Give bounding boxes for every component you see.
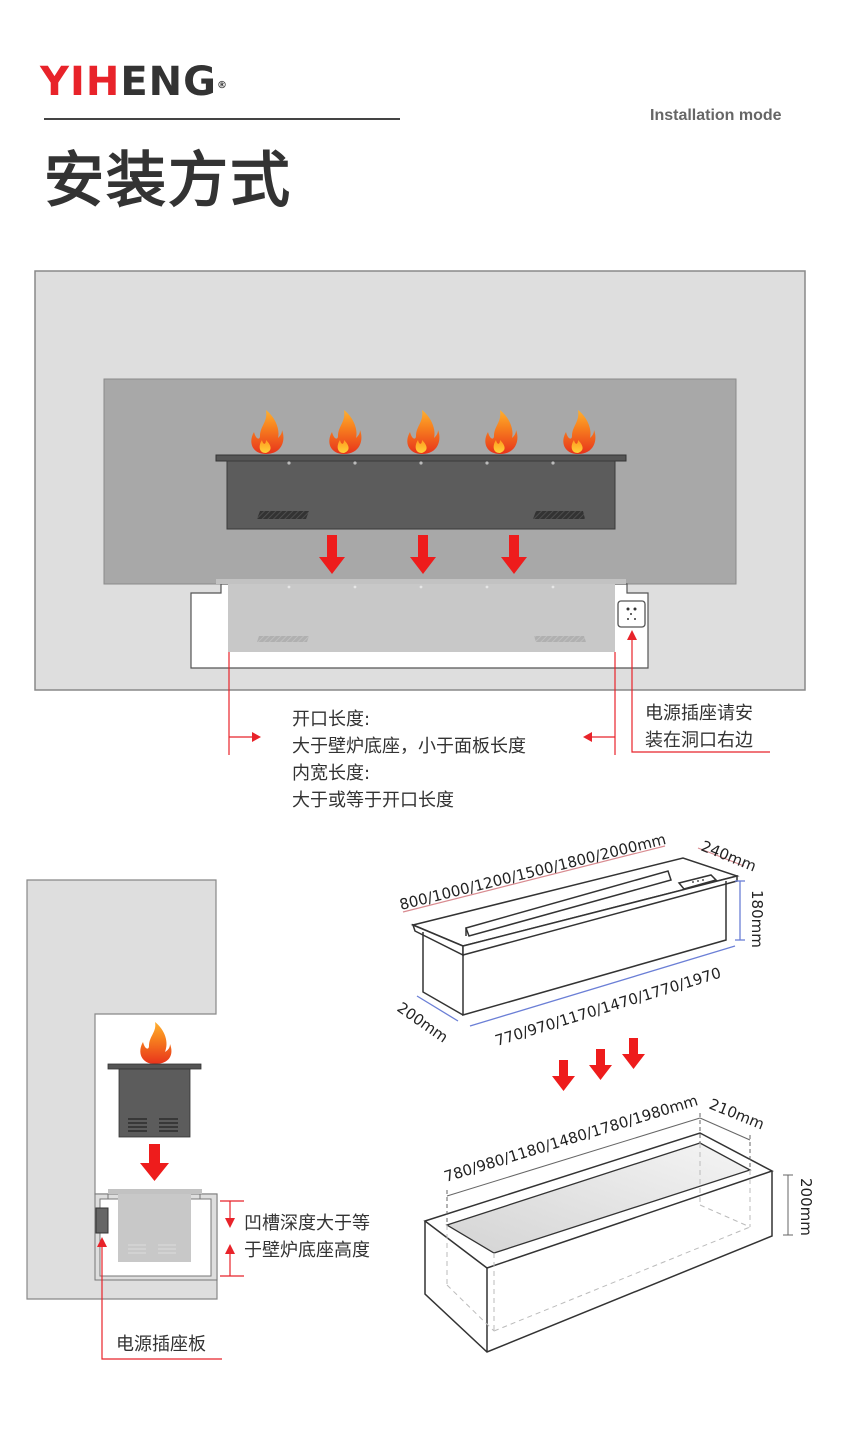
dim-bottom-depth: 200mm (394, 999, 452, 1047)
dim-box-width: 210mm (707, 1095, 767, 1133)
burner-side-plate (107, 1063, 202, 1070)
inner-width-label: 内宽长度: (292, 763, 371, 784)
page-subtitle: Installation mode (650, 107, 782, 124)
front-view-diagram (34, 270, 806, 755)
header-divider (44, 118, 400, 120)
dim-box-height: 200mm (797, 1178, 815, 1236)
burner-screws (287, 461, 555, 465)
groove-depth-note: 凹槽深度大于等 于壁炉底座高度 (244, 1210, 370, 1264)
registered-mark: ® (216, 80, 228, 91)
burner-side-body (118, 1068, 191, 1138)
ghost-burner-side (118, 1194, 191, 1262)
brand-logo: YIHENG® (40, 58, 228, 106)
side-view-diagram (26, 879, 244, 1360)
burner-isometric (410, 857, 740, 1016)
opening-length-notes: 开口长度: 大于壁炉底座，小于面板长度 内宽长度: 大于或等于开口长度 (292, 706, 526, 814)
socket-note: 电源插座请安 装在洞口右边 (645, 700, 753, 754)
groove-note-line: 于壁炉底座高度 (244, 1240, 370, 1261)
groove-note-line: 凹槽深度大于等 (244, 1213, 370, 1234)
arrow-down-icon (589, 1049, 612, 1080)
down-arrows (319, 535, 527, 574)
arrow-down-icon (622, 1038, 645, 1069)
brand-logo-dark: ENG (120, 59, 217, 105)
socket-board (95, 1207, 109, 1234)
arrow-down-icon (501, 535, 527, 574)
arrow-down-icon (140, 1144, 169, 1181)
brand-logo-red: YIH (40, 59, 121, 105)
vent-right (533, 511, 585, 519)
arrow-down-icon (552, 1060, 575, 1091)
dim-lines-blue (416, 880, 745, 1027)
leader-lines (228, 640, 770, 755)
ghost-panel-edge (216, 579, 626, 584)
socket-note-line: 装在洞口右边 (645, 730, 753, 751)
page-title: 安装方式 (44, 146, 292, 216)
inner-width-desc: 大于或等于开口长度 (292, 790, 454, 811)
opening-label: 开口长度: (292, 709, 371, 730)
flame-icon (140, 1022, 172, 1064)
burner-top-plate (215, 454, 627, 462)
dim-height: 180mm (748, 890, 766, 948)
dim-lines-red (402, 845, 745, 913)
down-arrows-iso (552, 1038, 645, 1091)
dimension-diagrams: 800/1000/1200/1500/1800/2000mm 240mm 180… (394, 830, 815, 1353)
arrow-down-icon (319, 535, 345, 574)
socket-note-line: 电源插座请安 (645, 703, 753, 724)
opening-desc: 大于壁炉底座，小于面板长度 (292, 736, 526, 757)
socket-board-label: 电源插座板 (116, 1334, 206, 1355)
arrow-down-icon (410, 535, 436, 574)
vent-left (257, 511, 309, 519)
recess-box-isometric (423, 1113, 793, 1353)
dim-bottom-length: 770/970/1170/1470/1770/1970 (493, 964, 723, 1050)
